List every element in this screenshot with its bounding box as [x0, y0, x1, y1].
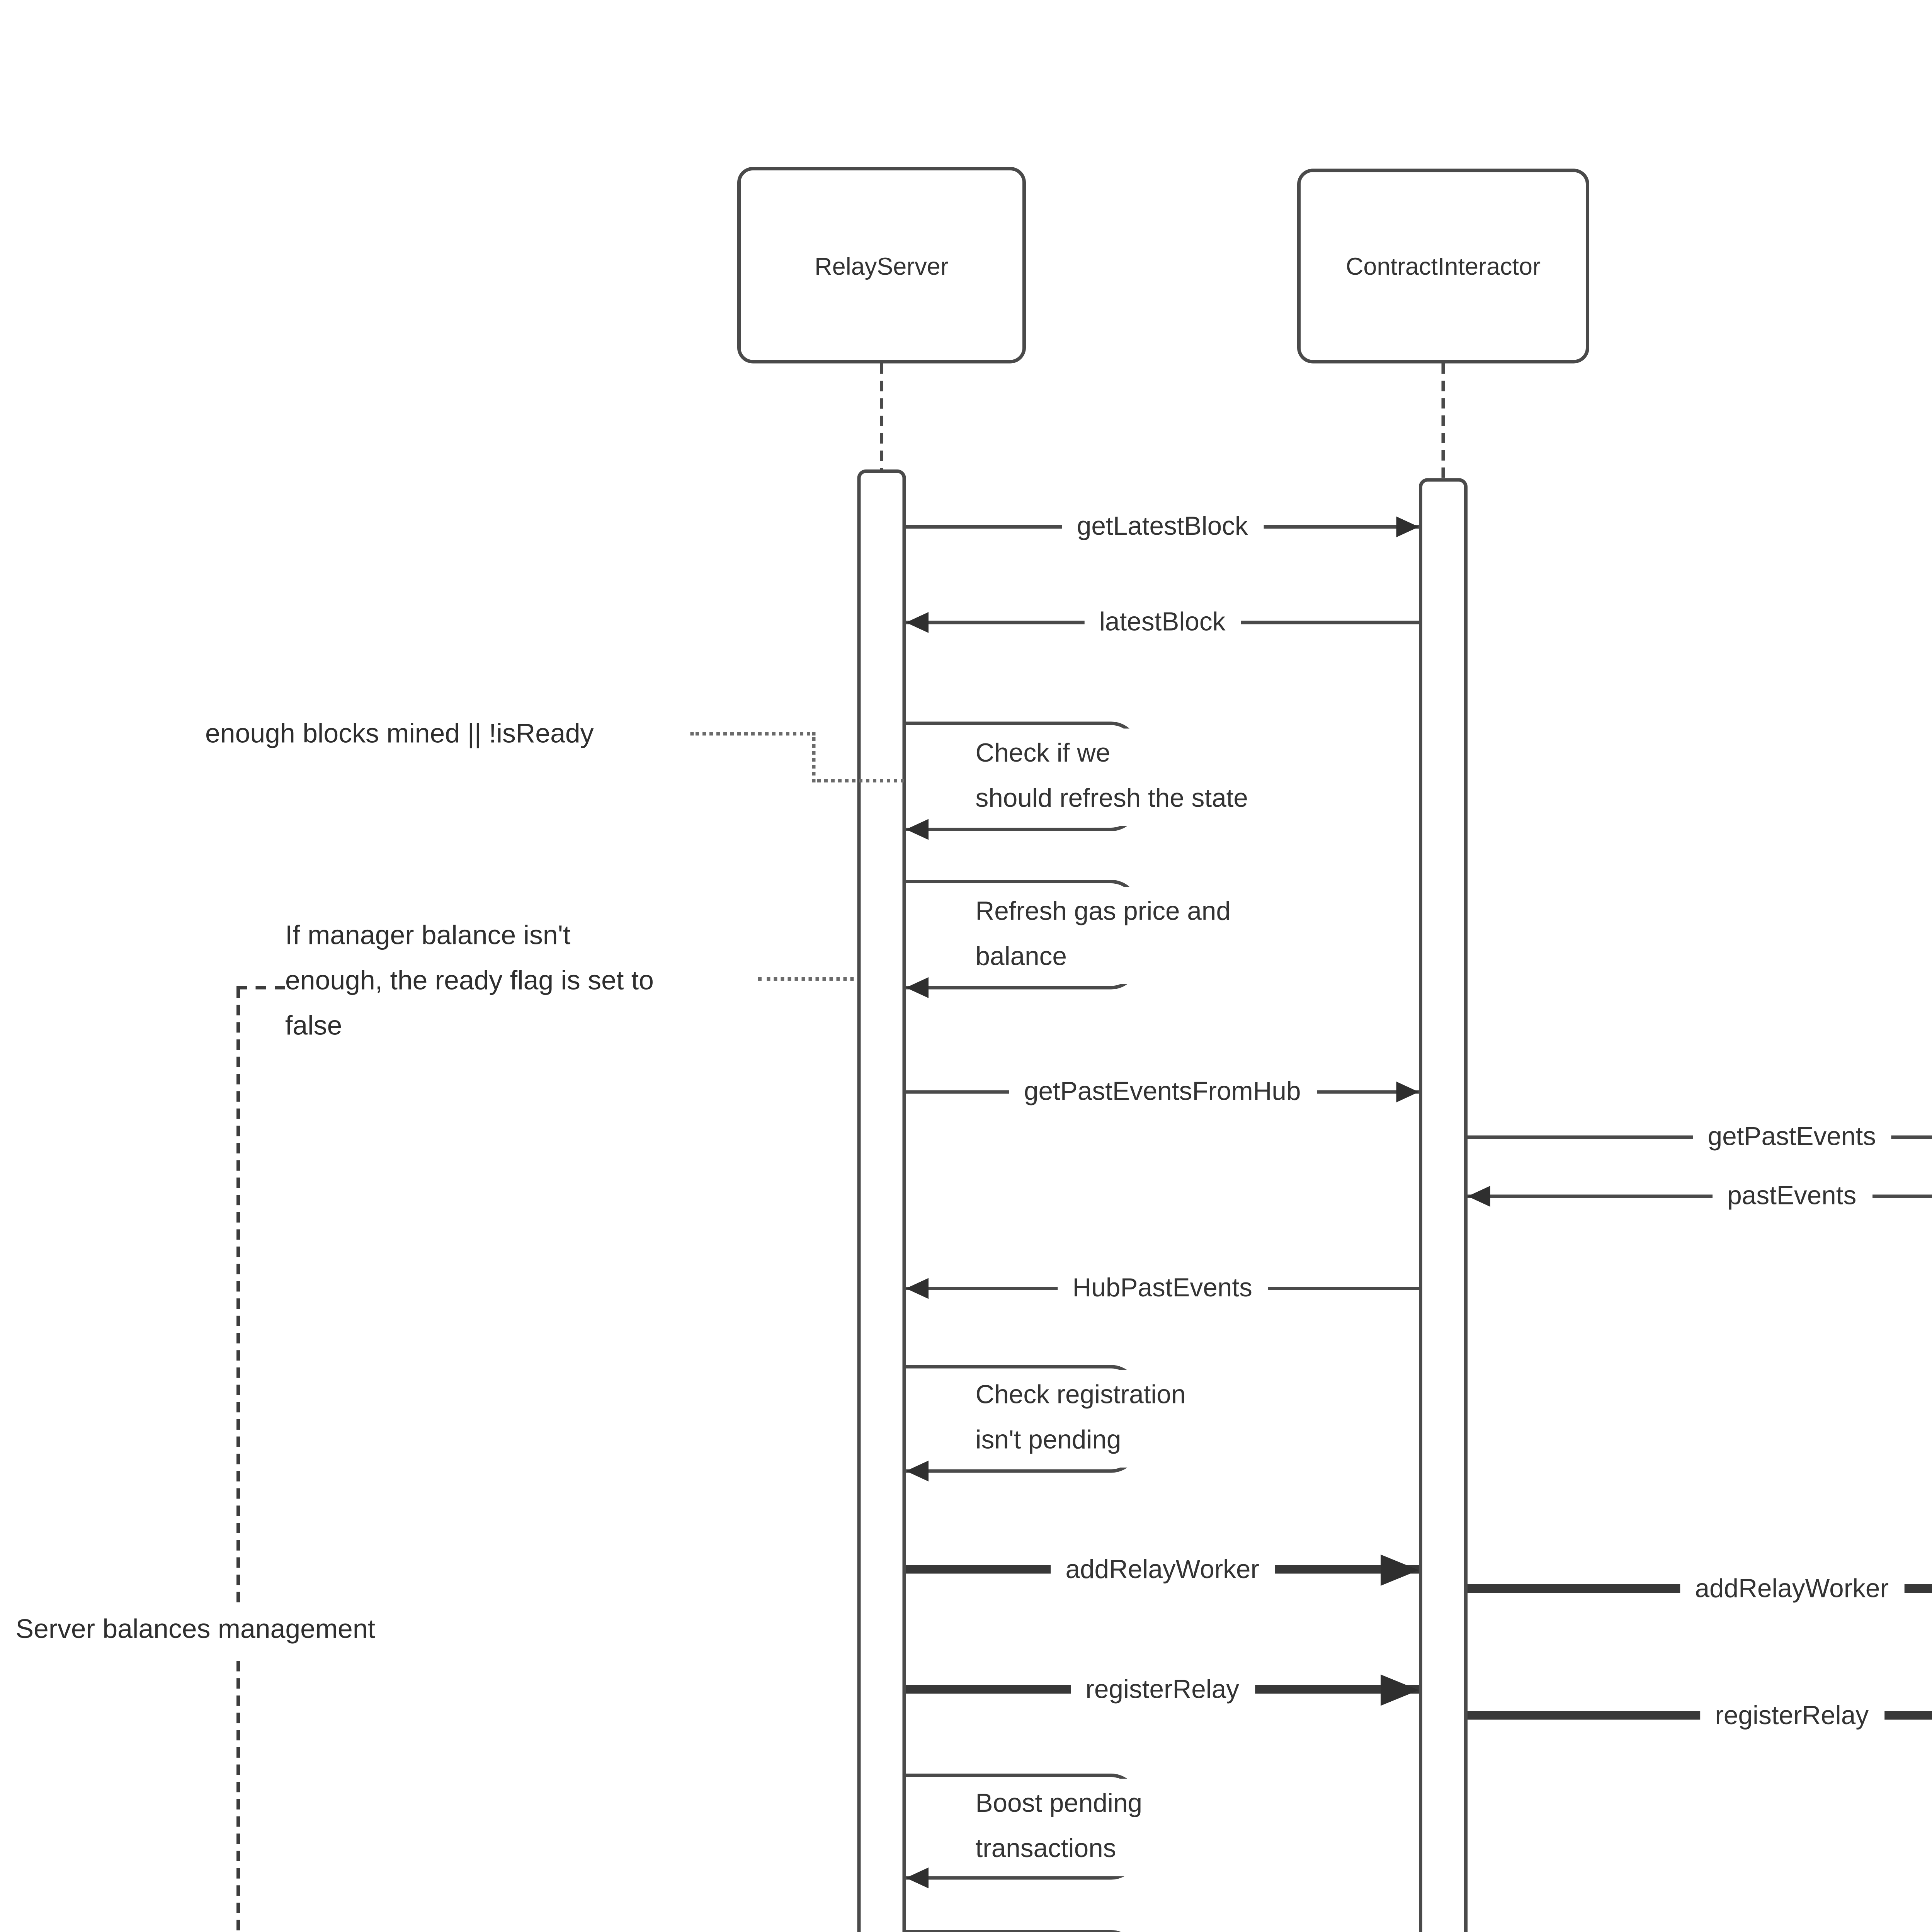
message-label: getPastEventsFromHub — [1008, 1077, 1317, 1107]
message-add-relay-worker-1: addRelayWorker — [906, 1549, 1419, 1591]
note-server-balances: Server balances management — [10, 1607, 381, 1655]
self-message-check-registration: Check registration isn't pending — [906, 1365, 1196, 1481]
message-get-past-events: getPastEvents — [1468, 1116, 1932, 1158]
participant-contractinteractor-label: ContractInteractor — [1345, 252, 1541, 280]
connector-enough-blocks-h1 — [690, 732, 816, 736]
message-label: registerRelay — [1699, 1701, 1884, 1731]
bracket-top-stub — [236, 986, 285, 990]
self-message-check-refresh-state: Check if we should refresh the state — [906, 721, 1259, 840]
self-message-refresh-gas-price: Refresh gas price and balance — [906, 880, 1241, 998]
message-register-relay-1: registerRelay — [906, 1669, 1419, 1711]
arrowhead-left-icon — [906, 977, 929, 998]
message-latest-block: latestBlock — [906, 602, 1419, 643]
activation-relayserver — [857, 469, 906, 1932]
connector-enough-blocks-h2 — [812, 779, 904, 782]
bracket-vertical-line — [236, 988, 240, 1932]
message-hub-past-events: HubPastEvents — [906, 1268, 1419, 1310]
message-past-events: pastEvents — [1468, 1175, 1932, 1217]
arrowhead-left-icon — [906, 819, 929, 840]
participant-relayserver-label: RelayServer — [815, 251, 949, 279]
message-label: HubPastEvents — [1057, 1274, 1268, 1303]
note-manager-balance: If manager balance isn't enough, the rea… — [285, 922, 654, 1042]
arrowhead-right-icon — [1381, 1554, 1419, 1586]
message-get-past-events-from-hub: getPastEventsFromHub — [906, 1071, 1419, 1113]
message-label: getLatestBlock — [1061, 512, 1264, 542]
message-add-relay-worker-2: addRelayWorker — [1468, 1568, 1932, 1610]
message-get-latest-block: getLatestBlock — [906, 506, 1419, 548]
self-message-boost-pending: Boost pending transactions — [906, 1774, 1153, 1888]
arrowhead-right-icon — [1396, 516, 1419, 537]
arrowhead-left-icon — [906, 612, 929, 633]
arrowhead-left-icon — [906, 1461, 929, 1481]
message-label: getPastEvents — [1692, 1122, 1892, 1152]
self-message-label: Check if we should refresh the state — [965, 728, 1259, 825]
arrowhead-right-icon — [1396, 1082, 1419, 1102]
arrowhead-left-icon — [906, 1278, 929, 1299]
message-label: registerRelay — [1070, 1675, 1255, 1705]
self-message-label: Boost pending transactions — [965, 1778, 1153, 1876]
self-message-handle-past-hub-events: handlePastHubEvents — [906, 1930, 1139, 1932]
participant-contractinteractor: ContractInteractor — [1297, 168, 1589, 364]
participant-relayserver: RelayServer — [737, 167, 1026, 364]
connector-manager-balance — [758, 977, 854, 981]
connector-enough-blocks-v — [812, 732, 816, 782]
message-label: addRelayWorker — [1049, 1555, 1275, 1585]
message-label: pastEvents — [1711, 1181, 1872, 1211]
message-line — [1468, 1194, 1932, 1198]
message-label: addRelayWorker — [1679, 1574, 1905, 1604]
arrowhead-right-icon — [1381, 1674, 1419, 1706]
activation-contractinteractor — [1419, 478, 1468, 1932]
note-enough-blocks: enough blocks mined || !isReady — [205, 720, 594, 750]
arrowhead-left-icon — [906, 1867, 929, 1888]
message-label: latestBlock — [1083, 607, 1241, 638]
self-message-label: Refresh gas price and balance — [965, 886, 1241, 983]
self-message-label: Check registration isn't pending — [965, 1370, 1196, 1468]
arrowhead-left-icon — [1468, 1186, 1490, 1207]
message-register-relay-2: registerRelay — [1468, 1696, 1932, 1737]
